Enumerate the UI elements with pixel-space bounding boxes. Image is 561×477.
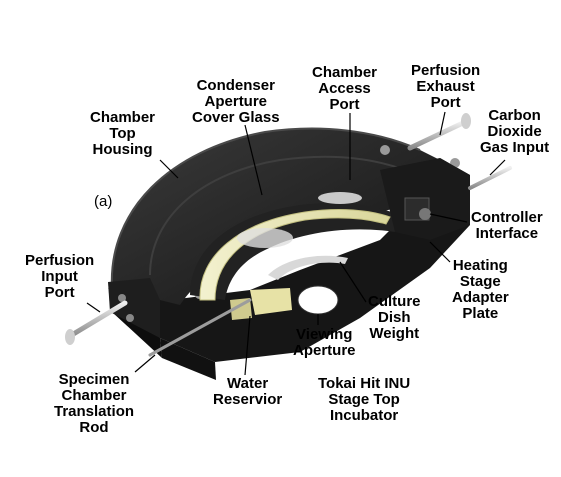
leader-exhaust-port <box>439 111 446 136</box>
label-controller-interface: Controller Interface <box>471 210 543 242</box>
label-chamber-top-housing: Chamber Top Housing <box>90 110 155 158</box>
label-line: Perfusion <box>411 62 481 79</box>
label-line: Adapter <box>452 289 509 306</box>
label-line: Chamber <box>312 64 378 81</box>
label-line: Chamber <box>90 109 156 126</box>
label-line: Plate <box>462 305 499 322</box>
label-line: Specimen <box>58 371 130 388</box>
label-viewing-aperture: Viewing Aperture <box>293 327 356 359</box>
leader-perfusion-input <box>86 302 101 313</box>
label-line: Controller <box>471 209 543 226</box>
figure-tag: (a) <box>94 193 113 210</box>
label-line: Translation <box>54 403 135 420</box>
leader-heating-plate <box>429 241 451 263</box>
leader-culture-weight <box>339 261 367 303</box>
label-water-reservior: Water Reservior <box>213 376 282 408</box>
label-line: Tokai Hit INU <box>318 375 411 392</box>
leader-co2 <box>489 159 506 176</box>
label-line: Aperture <box>204 93 268 110</box>
label-heating-stage-adapter-plate: Heating Stage Adapter Plate <box>452 258 509 322</box>
label-line: Water <box>227 375 269 392</box>
label-carbon-dioxide-gas-input: Carbon Dioxide Gas Input <box>480 108 549 156</box>
label-line: Culture <box>368 293 421 310</box>
perfusion-input-rod <box>65 300 128 345</box>
controller-block <box>380 158 470 240</box>
leader-lines <box>86 111 506 376</box>
label-condenser-aperture: Condenser Aperture Cover Glass <box>192 78 280 126</box>
label-line: Aperture <box>293 342 356 359</box>
label-perfusion-exhaust-port: Perfusion Exhaust Port <box>411 63 480 111</box>
label-line: Exhaust <box>416 78 475 95</box>
label-line: Port <box>44 284 75 301</box>
label-chamber-access-port: Chamber Access Port <box>312 65 377 113</box>
label-line: Dioxide <box>487 123 542 140</box>
label-line: Weight <box>369 325 420 342</box>
label-line: Port <box>430 94 461 111</box>
culture-dish-weight <box>268 255 348 280</box>
label-line: Heating <box>452 257 508 274</box>
viewing-aperture <box>297 285 339 315</box>
label-specimen-chamber-translation-rod: Specimen Chamber Translation Rod <box>54 372 134 436</box>
leader-controller <box>429 213 468 223</box>
co2-gas-rod <box>468 166 512 190</box>
label-line: Stage Top <box>328 391 400 408</box>
label-culture-dish-weight: Culture Dish Weight <box>368 294 421 342</box>
label-line: Stage <box>459 273 501 290</box>
left-end-block <box>108 278 160 338</box>
label-line: Chamber <box>61 387 127 404</box>
label-line: Input <box>41 268 78 285</box>
perfusion-exhaust-rod <box>407 113 471 151</box>
label-line: Incubator <box>329 407 399 424</box>
condenser-cover-glass-ring <box>199 192 391 301</box>
label-perfusion-input-port: Perfusion Input Port <box>25 253 94 301</box>
leader-translation-rod <box>134 354 156 373</box>
translation-rod <box>148 298 252 357</box>
label-line: Perfusion <box>25 252 95 269</box>
leader-condenser <box>244 124 263 196</box>
label-line: Rod <box>79 419 109 436</box>
leader-chamber-top-housing <box>159 159 179 179</box>
label-line: Dish <box>377 309 411 326</box>
label-line: Port <box>329 96 360 113</box>
inner-chamber <box>190 203 400 300</box>
label-line: Access <box>318 80 371 97</box>
label-line: Cover Glass <box>192 109 280 126</box>
label-line: Top <box>109 125 136 142</box>
label-line: Viewing <box>296 326 353 343</box>
label-line: Condenser <box>196 77 275 94</box>
label-line: Carbon <box>488 107 541 124</box>
label-line: Housing <box>92 141 153 158</box>
label-tokai-hit-incubator: Tokai Hit INU Stage Top Incubator <box>318 376 410 424</box>
label-line: Interface <box>475 225 539 242</box>
leader-water-reservior <box>244 315 251 376</box>
label-line: Reservior <box>213 391 283 408</box>
label-line: Gas Input <box>480 139 550 156</box>
